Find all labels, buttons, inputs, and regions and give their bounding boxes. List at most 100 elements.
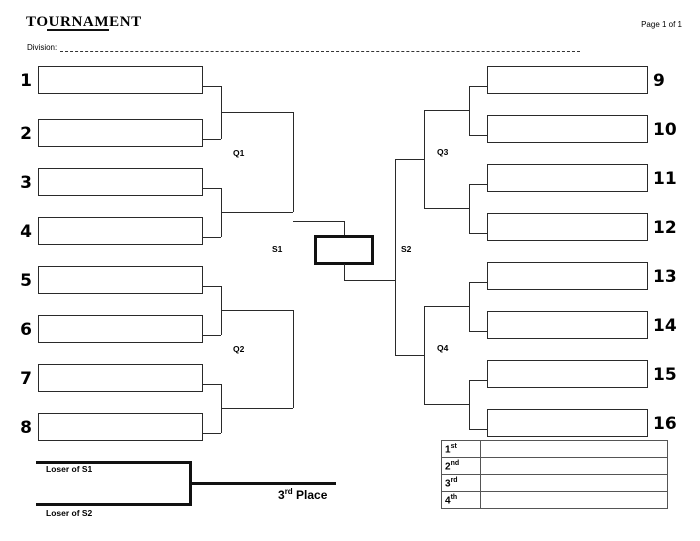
slot-left-4[interactable] xyxy=(38,217,203,245)
seed-number-2: 2 xyxy=(20,124,32,144)
seed-number-15: 15 xyxy=(653,365,677,385)
rank-number: 1 xyxy=(445,444,451,456)
placement-value-1[interactable] xyxy=(480,440,668,458)
division-label: Division: xyxy=(27,43,58,52)
spine-q3-upper xyxy=(469,86,470,135)
connector-left-2 xyxy=(203,139,221,140)
table-row: 1st xyxy=(441,440,668,458)
third-place-label: 3rd Place xyxy=(278,487,327,502)
slot-left-5[interactable] xyxy=(38,266,203,294)
connector-right-15 xyxy=(469,380,487,381)
champion-slot[interactable] xyxy=(314,235,374,265)
slot-right-15[interactable] xyxy=(487,360,648,388)
slot-left-6[interactable] xyxy=(38,315,203,343)
q2-upper-out xyxy=(221,310,293,311)
seed-number-13: 13 xyxy=(653,267,677,287)
seed-number-1: 1 xyxy=(20,71,32,91)
spine-s1-lower xyxy=(293,310,294,408)
connector-left-4 xyxy=(203,237,221,238)
slot-right-9[interactable] xyxy=(487,66,648,94)
slot-right-16[interactable] xyxy=(487,409,648,437)
slot-left-8[interactable] xyxy=(38,413,203,441)
seed-number-3: 3 xyxy=(20,173,32,193)
connector-left-6 xyxy=(203,335,221,336)
seed-number-6: 6 xyxy=(20,320,32,340)
page-indicator: Page 1 of 1 xyxy=(641,20,682,29)
title-underline xyxy=(47,29,109,31)
placement-rank-3: 3rd xyxy=(441,474,481,492)
slot-right-13[interactable] xyxy=(487,262,648,290)
connector-right-12 xyxy=(469,233,487,234)
seed-number-11: 11 xyxy=(653,169,677,189)
q3-upper-out xyxy=(424,110,469,111)
third-place-bottom-line xyxy=(36,503,190,506)
rank-suffix: st xyxy=(450,442,457,450)
spine-s2-main xyxy=(395,159,396,355)
slot-left-1[interactable] xyxy=(38,66,203,94)
connector-left-7 xyxy=(203,384,221,385)
q4-lower-out xyxy=(424,404,469,405)
third-place-output-line xyxy=(190,482,336,485)
connector-left-3 xyxy=(203,188,221,189)
slot-left-2[interactable] xyxy=(38,119,203,147)
seed-number-4: 4 xyxy=(20,222,32,242)
connector-right-11 xyxy=(469,184,487,185)
placement-rank-2: 2nd xyxy=(441,457,481,475)
third-place-word: Place xyxy=(292,488,328,502)
round-label-q4: Q4 xyxy=(437,343,449,353)
q1-upper-out xyxy=(221,112,293,113)
slot-right-11[interactable] xyxy=(487,164,648,192)
spine-q3-lower xyxy=(469,184,470,233)
connector-left-8 xyxy=(203,433,221,434)
round-label-q1: Q1 xyxy=(233,148,245,158)
table-row: 4th xyxy=(441,491,668,509)
rank-suffix: th xyxy=(450,493,458,501)
s2-upper-in xyxy=(395,159,424,160)
page-title: TOURNAMENT xyxy=(26,14,142,30)
connector-left-1 xyxy=(203,86,221,87)
seed-number-7: 7 xyxy=(20,369,32,389)
placement-value-2[interactable] xyxy=(480,457,668,475)
rank-number: 4 xyxy=(445,495,451,507)
rank-suffix: rd xyxy=(450,476,458,484)
placement-rank-1: 1st xyxy=(441,440,481,458)
spine-q4-upper xyxy=(469,282,470,331)
loser-of-s2-label: Loser of S2 xyxy=(46,508,93,518)
round-label-q2: Q2 xyxy=(233,344,245,354)
q1-lower-out xyxy=(221,212,293,213)
third-place-top-line xyxy=(36,461,190,464)
division-input-line[interactable] xyxy=(60,51,580,52)
s2-lower-in xyxy=(395,355,424,356)
rank-number: 2 xyxy=(445,461,451,473)
third-place-number: 3 xyxy=(278,488,285,502)
slot-left-7[interactable] xyxy=(38,364,203,392)
champion-out-stub-right xyxy=(344,264,345,280)
connector-left-5 xyxy=(203,286,221,287)
q2-lower-out xyxy=(221,408,293,409)
rank-suffix: nd xyxy=(450,459,460,467)
s2-to-champion xyxy=(344,280,395,281)
seed-number-12: 12 xyxy=(653,218,677,238)
seed-number-14: 14 xyxy=(653,316,677,336)
q3-lower-out xyxy=(424,208,469,209)
slot-right-12[interactable] xyxy=(487,213,648,241)
placement-value-4[interactable] xyxy=(480,491,668,509)
seed-number-8: 8 xyxy=(20,418,32,438)
table-row: 3rd xyxy=(441,474,668,492)
s1-to-champion xyxy=(293,221,344,222)
placement-value-3[interactable] xyxy=(480,474,668,492)
connector-right-16 xyxy=(469,429,487,430)
slot-left-3[interactable] xyxy=(38,168,203,196)
third-place-ordinal-suffix: rd xyxy=(284,487,293,496)
rank-number: 3 xyxy=(445,478,451,490)
spine-q4-lower xyxy=(469,380,470,429)
spine-s1-upper xyxy=(293,112,294,212)
table-row: 2nd xyxy=(441,457,668,475)
connector-right-10 xyxy=(469,135,487,136)
seed-number-9: 9 xyxy=(653,71,665,91)
q4-upper-out xyxy=(424,306,469,307)
slot-right-10[interactable] xyxy=(487,115,648,143)
slot-right-14[interactable] xyxy=(487,311,648,339)
connector-right-14 xyxy=(469,331,487,332)
